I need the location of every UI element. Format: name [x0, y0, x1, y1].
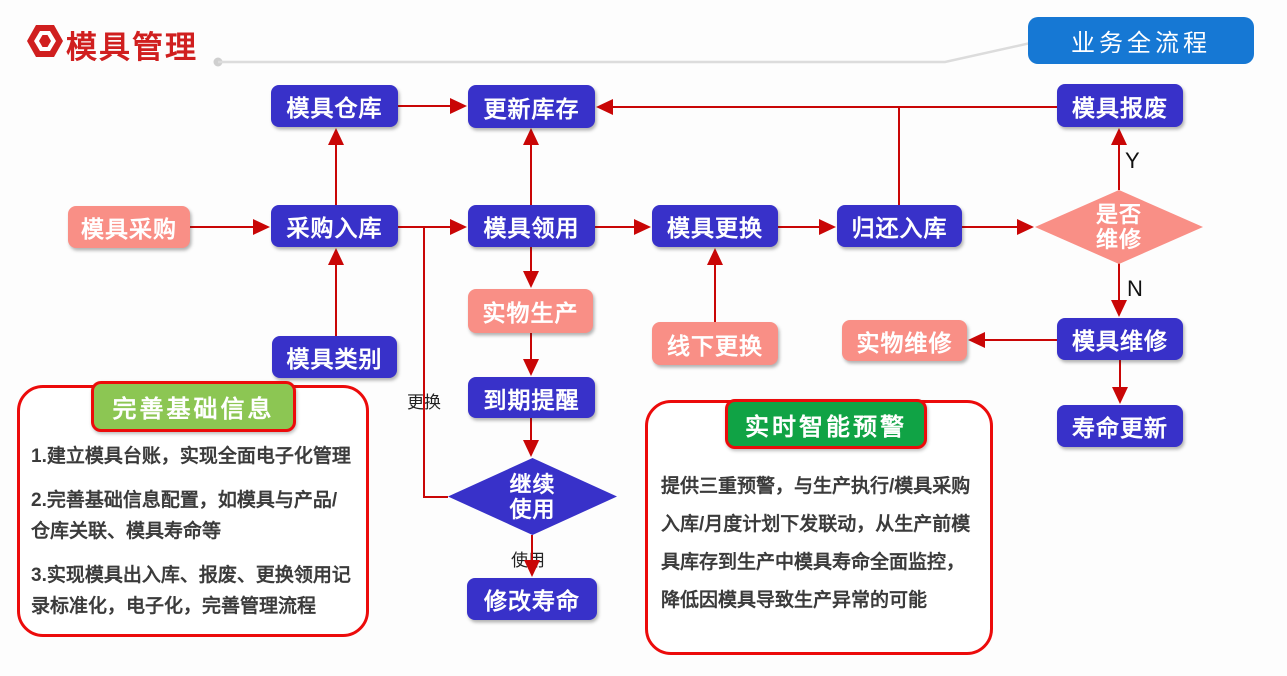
edge-label-no: N: [1127, 276, 1143, 301]
node-offline-replace: 线下更换: [652, 322, 778, 365]
node-modify-life: 修改寿命: [467, 578, 597, 620]
node-physical-production: 实物生产: [468, 289, 593, 333]
full-process-button[interactable]: 业务全流程: [1028, 17, 1254, 64]
decision-repair-line2: 维修: [1095, 227, 1142, 252]
node-mold-repair: 模具维修: [1057, 318, 1183, 360]
node-expiry-reminder: 到期提醒: [468, 377, 595, 418]
page-title: 模具管理: [66, 30, 198, 65]
decision-continue-line1: 继续: [509, 471, 556, 497]
node-return-inbound: 归还入库: [837, 205, 962, 247]
node-mold-warehouse: 模具仓库: [271, 85, 398, 127]
node-mold-replace: 模具更换: [652, 205, 778, 247]
node-life-update: 寿命更新: [1057, 405, 1183, 447]
callout-basic-info-item-2: 2.完善基础信息配置，如模具与产品/仓库关联、模具寿命等: [31, 490, 338, 542]
node-update-stock: 更新库存: [468, 85, 595, 128]
node-mold-category: 模具类别: [272, 336, 397, 378]
callout-basic-info-badge: 完善基础信息: [91, 381, 296, 432]
callout-basic-info-item-3: 3.实现模具出入库、报废、更换领用记录标准化，电子化，完善管理流程: [31, 565, 351, 617]
callout-basic-info-body: 1.建立模具台账，实现全面电子化管理 2.完善基础信息配置，如模具与产品/仓库关…: [31, 441, 353, 635]
node-purchase-inbound: 采购入库: [271, 205, 398, 247]
decision-continue-line2: 使用: [509, 496, 556, 522]
callout-basic-info-item-1: 1.建立模具台账，实现全面电子化管理: [31, 446, 351, 467]
node-physical-repair: 实物维修: [842, 320, 967, 361]
node-mold-scrap: 模具报废: [1057, 84, 1183, 127]
callout-smart-warning-body: 提供三重预警，与生产执行/模具采购入库/月度计划下发联动，从生产前模具库存到生产…: [661, 476, 971, 611]
decision-repair-line1: 是否: [1095, 202, 1142, 227]
node-mold-purchase: 模具采购: [68, 206, 190, 248]
node-mold-requisition: 模具领用: [468, 205, 595, 247]
callout-smart-warning-badge: 实时智能预警: [725, 399, 927, 449]
edge-label-yes: Y: [1125, 148, 1140, 173]
hexagon-logo-icon: [27, 25, 63, 57]
